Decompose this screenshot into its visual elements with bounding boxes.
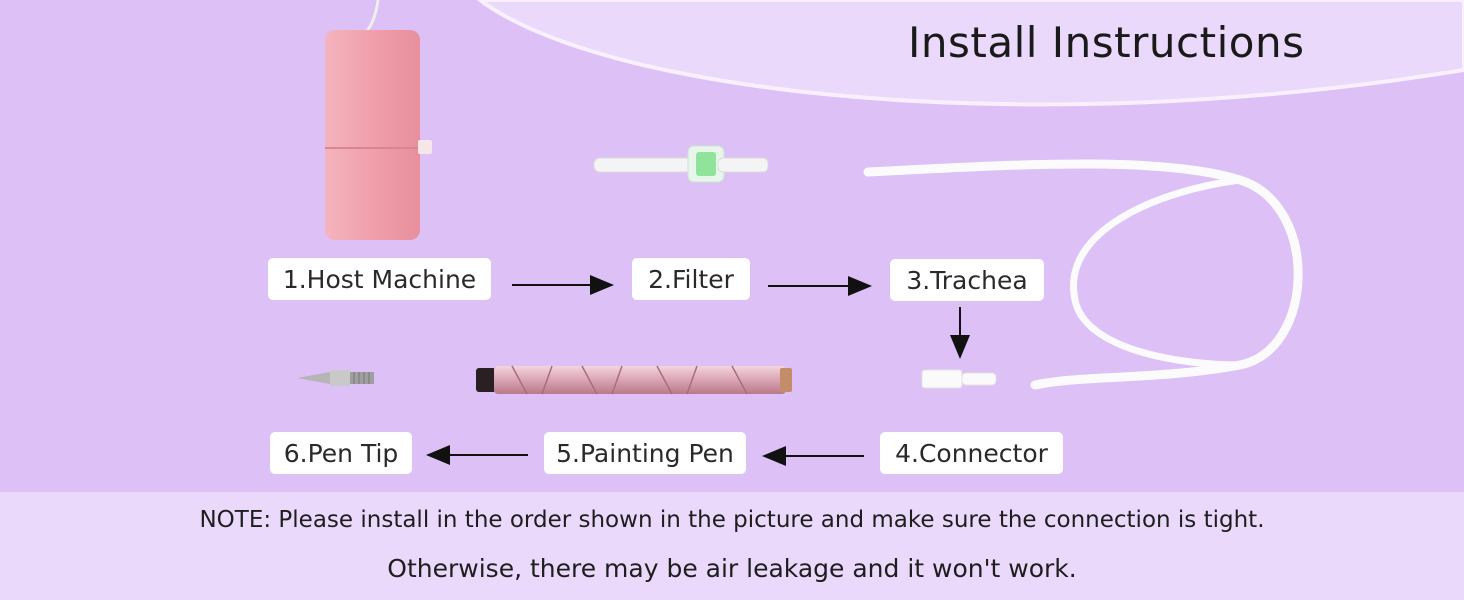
title-banner-shape <box>476 0 1464 107</box>
step-label-trachea: 3.Trachea <box>890 259 1044 301</box>
note-line-2: Otherwise, there may be air leakage and … <box>387 554 1077 583</box>
host-machine-icon <box>325 0 432 240</box>
step-label-painting-pen: 5.Painting Pen <box>544 432 746 474</box>
step-label-host-machine: 1.Host Machine <box>268 258 491 300</box>
tube-icon <box>863 159 1303 390</box>
step-label-filter: 2.Filter <box>632 258 750 300</box>
step-label-pen-tip: 6.Pen Tip <box>270 432 412 474</box>
page-title: Install Instructions <box>908 18 1305 67</box>
note-line-1: NOTE: Please install in the order shown … <box>199 507 1265 533</box>
pen-tip-icon <box>297 370 374 386</box>
note-banner: NOTE: Please install in the order shown … <box>0 492 1464 600</box>
filter-icon <box>593 145 769 183</box>
connector-icon <box>921 369 997 389</box>
pen-icon <box>476 365 792 395</box>
step-label-connector: 4.Connector <box>880 432 1063 474</box>
